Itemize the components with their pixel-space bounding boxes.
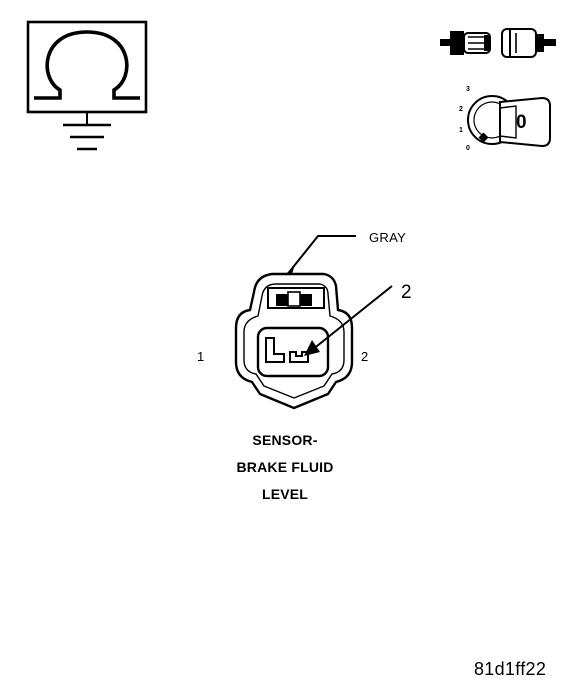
wire-color-label: GRAY: [369, 230, 407, 245]
terminal-pin-2: [289, 351, 309, 363]
component-name: SENSOR- BRAKE FLUID LEVEL: [185, 427, 385, 508]
wire-color-leader: [285, 235, 356, 277]
callout-arrowhead: [304, 340, 320, 356]
ignition-position-label: 2: [459, 106, 463, 113]
terminal-pin-1: [265, 337, 285, 363]
pin-number-left: 1: [197, 349, 205, 364]
ohmmeter-ground-icon: [26, 20, 148, 151]
callout-number: 2: [401, 282, 412, 303]
connector-disconnected-icon: [440, 28, 556, 58]
ignition-position-label: 1: [459, 127, 463, 134]
component-name-line: BRAKE FLUID: [236, 459, 334, 475]
pin-number-right: 2: [361, 349, 369, 364]
ignition-position-label: 0: [466, 145, 470, 152]
component-name-line: SENSOR-: [252, 432, 318, 448]
connector-face-diagram: [234, 235, 393, 410]
ignition-position-label: 3: [466, 86, 470, 93]
ignition-key-off-icon: [467, 95, 551, 148]
callout-leader: [311, 285, 393, 351]
figure-reference-code: 81d1ff22: [474, 659, 547, 679]
ignition-key-position: 0: [516, 112, 527, 133]
component-name-line: LEVEL: [261, 486, 309, 502]
